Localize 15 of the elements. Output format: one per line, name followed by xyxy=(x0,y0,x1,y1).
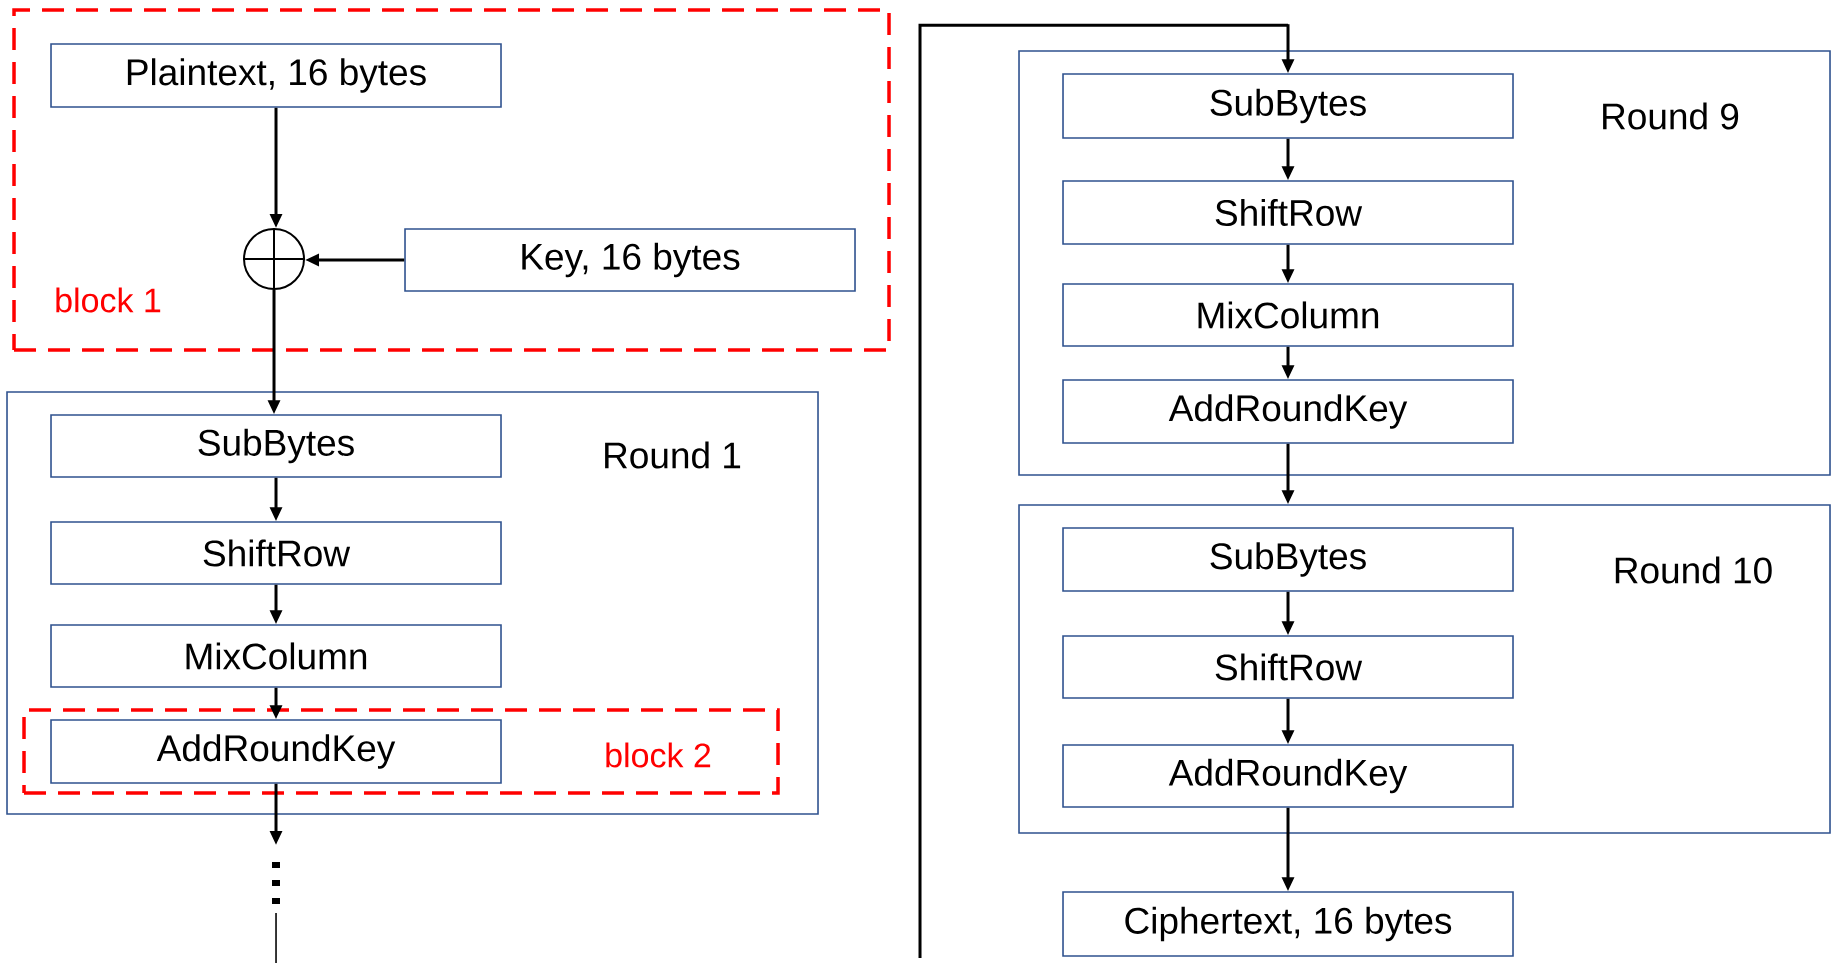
process-box: Plaintext, 16 bytes xyxy=(50,43,502,108)
process-box: ShiftRow xyxy=(1062,180,1514,245)
process-box: AddRoundKey xyxy=(1062,744,1514,808)
process-box: MixColumn xyxy=(1062,283,1514,347)
process-box: AddRoundKey xyxy=(1062,379,1514,444)
process-box: AddRoundKey xyxy=(50,719,502,784)
process-box: SubBytes xyxy=(1062,527,1514,592)
process-box: SubBytes xyxy=(1062,73,1514,139)
process-box: ShiftRow xyxy=(50,521,502,585)
process-box: SubBytes xyxy=(50,414,502,478)
process-box: MixColumn xyxy=(50,624,502,688)
process-box: Ciphertext, 16 bytes xyxy=(1062,891,1514,957)
xor-symbol xyxy=(242,227,306,291)
process-box: Key, 16 bytes xyxy=(404,228,856,292)
process-box: ShiftRow xyxy=(1062,635,1514,699)
